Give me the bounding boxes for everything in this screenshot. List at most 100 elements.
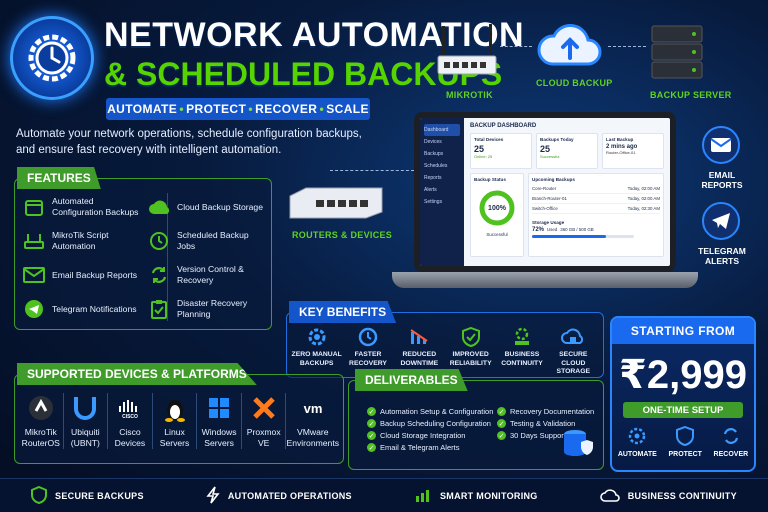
deliverable-label: Backup Scheduling Configuration xyxy=(380,419,491,428)
check-icon: ✓ xyxy=(497,431,506,440)
platform-item: MikroTik RouterOS xyxy=(19,393,64,449)
pricing-item: AUTOMATE xyxy=(618,426,657,458)
benefit-item: SECURE CLOUD STORAGE xyxy=(548,325,599,377)
tag-recover: RECOVER xyxy=(255,102,318,116)
linux-icon xyxy=(160,393,190,423)
shield-icon xyxy=(676,425,695,448)
cloud-upload-icon xyxy=(534,14,606,74)
shield-check-icon xyxy=(459,325,483,349)
upcoming-title: Upcoming Backups xyxy=(532,177,575,182)
platform-label: MikroTik RouterOS xyxy=(21,427,60,448)
cisco-icon: CISCO xyxy=(115,393,145,423)
windows-icon xyxy=(204,393,234,423)
shield-icon xyxy=(31,485,48,506)
feature-label: MikroTik Script Automation xyxy=(52,230,109,251)
history-icon xyxy=(356,325,380,349)
sidebar-item-schedules[interactable]: Schedules xyxy=(424,163,448,169)
storage-title: Storage Usage xyxy=(532,220,565,225)
pricing-item-label: PROTECT xyxy=(668,451,702,458)
check-icon: ✓ xyxy=(367,419,376,428)
card-value: 2 mins ago xyxy=(606,144,638,150)
feature-label: Telegram Notifications xyxy=(52,303,137,314)
org-gear-icon xyxy=(510,325,534,349)
price-value: ₹2,999 xyxy=(619,353,747,397)
status-value: 100% xyxy=(488,204,506,212)
deliverable-label: Testing & Validation xyxy=(510,419,576,428)
telegram-icon xyxy=(702,202,740,240)
proxmox-icon xyxy=(249,393,279,423)
pricing-item: RECOVER xyxy=(713,426,749,458)
pricing-item-label: RECOVER xyxy=(713,451,749,458)
cloud-upload-icon xyxy=(599,487,620,505)
page-subtitle: & SCHEDULED BACKUPS xyxy=(104,56,503,92)
platform-item: CISCO Cisco Devices xyxy=(108,393,153,449)
feature-label: Scheduled Backup Jobs xyxy=(177,230,249,251)
check-icon: ✓ xyxy=(497,419,506,428)
lightning-icon xyxy=(206,486,220,506)
card-title: Total Devices xyxy=(474,137,504,142)
dashboard-screen: Dashboard Devices Backups Schedules Repo… xyxy=(414,112,676,272)
card-sub: Successful xyxy=(540,154,560,159)
benefit-label: BUSINESS CONTINUITY xyxy=(501,351,543,367)
platform-item: Proxmox VE xyxy=(242,393,287,449)
tag-automate: AUTOMATE xyxy=(107,102,178,116)
sidebar-item-devices[interactable]: Devices xyxy=(424,139,442,145)
status-ring: 100% xyxy=(477,188,517,228)
cloud-backup-label: CLOUD BACKUP xyxy=(536,78,613,88)
svg-text:vm: vm xyxy=(303,401,322,416)
pricing-item: PROTECT xyxy=(668,425,702,458)
cloud-upload-icon xyxy=(148,196,170,218)
ubiquiti-icon xyxy=(70,393,100,423)
pricing-card: STARTING FROM ₹2,999 ONE-TIME SETUP AUTO… xyxy=(610,316,756,472)
sidebar-item-settings[interactable]: Settings xyxy=(424,199,443,205)
deliverable-item: ✓ Backup Scheduling Configuration xyxy=(367,419,497,428)
feature-item: Email Backup Reports xyxy=(23,261,140,289)
clock-gear-icon xyxy=(10,16,94,100)
deliverable-item: ✓Automation Setup & Configuration xyxy=(367,407,497,416)
sidebar-item-backups[interactable]: Backups xyxy=(424,151,444,157)
mikrotik-label: MIKROTIK xyxy=(446,90,493,100)
feature-label: Automated Configuration Backups xyxy=(52,196,139,217)
platforms-panel: SUPPORTED DEVICES & PLATFORMS MikroTik R… xyxy=(14,363,344,464)
intro-text: Automate your network operations, schedu… xyxy=(16,128,362,156)
one-time-badge: ONE-TIME SETUP xyxy=(623,402,743,418)
sidebar-item-alerts[interactable]: Alerts xyxy=(424,187,437,193)
gear-icon xyxy=(305,325,329,349)
gear-icon xyxy=(627,426,647,448)
refresh-icon xyxy=(721,426,741,448)
calendar-icon xyxy=(23,196,45,218)
storage-used: Used xyxy=(547,227,558,232)
sidebar-item-dashboard[interactable]: Dashboard xyxy=(424,124,460,136)
card-value: 25 xyxy=(540,144,551,154)
svg-text:CISCO: CISCO xyxy=(122,414,138,418)
platform-label: Ubiquiti (UBNT) xyxy=(70,427,100,448)
card-backups-today: Backups Today 25 Successful xyxy=(536,133,598,169)
deliverable-label: Recovery Documentation xyxy=(510,407,595,416)
feature-label: Email Backup Reports xyxy=(52,269,138,280)
item-name: Core-Router xyxy=(532,186,557,191)
mail-icon xyxy=(23,264,45,286)
bottom-item-label: SECURE BACKUPS xyxy=(55,490,144,501)
benefits-title: KEY BENEFITS xyxy=(289,301,397,323)
laptop-base xyxy=(392,272,698,288)
card-last-backup: Last Backup 2 mins ago Router-Office-01 xyxy=(602,133,664,169)
telegram-icon xyxy=(23,298,45,320)
sidebar-item-reports[interactable]: Reports xyxy=(424,175,442,181)
bottom-item: AUTOMATED OPERATIONS xyxy=(206,486,352,506)
cloud-lock-icon xyxy=(561,325,585,349)
benefit-item: REDUCED DOWNTIME xyxy=(394,325,445,377)
benefit-item: IMPROVED RELIABILITY xyxy=(445,325,496,377)
routers-devices-label: ROUTERS & DEVICES xyxy=(292,230,393,240)
benefit-label: SECURE CLOUD STORAGE xyxy=(556,351,591,375)
status-sub: Successful xyxy=(486,232,508,237)
deliverable-item: ✓Email & Telegram Alerts xyxy=(367,443,497,452)
card-value: 25 xyxy=(474,144,485,154)
feature-item: Version Control & Recovery xyxy=(148,261,265,289)
chart-icon xyxy=(414,487,432,505)
trend-down-icon xyxy=(407,325,431,349)
dashboard-sidebar: Dashboard Devices Backups Schedules Repo… xyxy=(420,118,464,266)
benefit-label: ZERO MANUAL BACKUPS xyxy=(291,351,342,367)
